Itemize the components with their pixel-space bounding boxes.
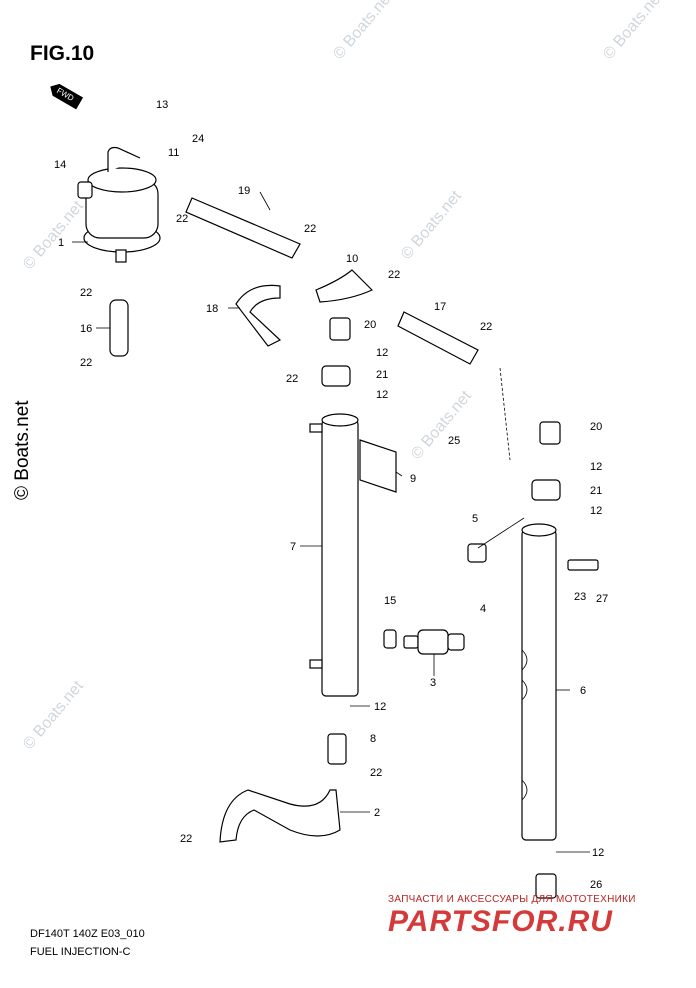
hose-18 — [235, 284, 282, 347]
callout: 22 — [370, 767, 382, 779]
callout: 19 — [238, 185, 250, 197]
callout: 22 — [304, 223, 316, 235]
figure-caption: FUEL INJECTION-C — [30, 946, 131, 958]
union-21 — [531, 479, 561, 501]
callout: 12 — [590, 505, 602, 517]
shop-logo: PARTSFOR.RU — [388, 905, 613, 938]
hose-16 — [109, 299, 129, 357]
callout: 22 — [80, 287, 92, 299]
callout: 20 — [590, 421, 602, 433]
callout: 3 — [430, 677, 436, 689]
callout: 23 — [574, 591, 586, 603]
callout: 22 — [176, 213, 188, 225]
callout: 1 — [58, 237, 64, 249]
callout: 21 — [590, 485, 602, 497]
callout: 17 — [434, 301, 446, 313]
figure-code: DF140T 140Z E03_010 — [30, 928, 145, 940]
cushion-5 — [467, 543, 487, 563]
callout: 2 — [374, 807, 380, 819]
callout: 6 — [580, 685, 586, 697]
callout: 27 — [596, 593, 608, 605]
callout: 22 — [480, 321, 492, 333]
hose-10 — [315, 269, 374, 303]
callout: 24 — [192, 133, 204, 145]
injector-3 — [403, 629, 465, 655]
cushion-15 — [383, 629, 397, 649]
callout: 4 — [480, 603, 486, 615]
callout: 18 — [206, 303, 218, 315]
bolt-26 — [535, 873, 557, 899]
fuel-filter — [77, 146, 161, 263]
callout: 22 — [180, 833, 192, 845]
callout: 11 — [168, 147, 179, 159]
hose-17 — [397, 311, 479, 365]
callout: 22 — [80, 357, 92, 369]
callout: 12 — [374, 701, 386, 713]
hose-2 — [219, 789, 341, 843]
callout: 9 — [410, 473, 416, 485]
callout: 16 — [80, 323, 92, 335]
callout: 25 — [448, 435, 460, 447]
callout: 12 — [376, 347, 388, 359]
callout: 13 — [156, 99, 168, 111]
fuel-rail-6 — [521, 523, 557, 841]
union-bolt-20 — [539, 421, 561, 445]
callout: 12 — [592, 847, 604, 859]
callout: 12 — [590, 461, 602, 473]
figure-title: FIG.10 — [30, 42, 95, 65]
shop-tagline: ЗАПЧАСТИ И АКСЕССУАРЫ ДЛЯ МОТОТЕХНИКИ — [388, 894, 636, 905]
callout: 10 — [346, 253, 358, 265]
stud-23 — [567, 559, 599, 571]
callout: 14 — [54, 159, 66, 171]
callout: 21 — [376, 369, 388, 381]
callout: 22 — [286, 373, 298, 385]
bracket-9 — [359, 439, 397, 493]
callout: 26 — [590, 879, 602, 891]
callout: 20 — [364, 319, 376, 331]
leader-lines — [72, 191, 590, 853]
fuel-rail-7 — [309, 413, 359, 697]
union-bolt-20 — [329, 317, 351, 341]
union-21 — [321, 365, 351, 387]
callout: 8 — [370, 733, 376, 745]
callout: 22 — [388, 269, 400, 281]
callout: 15 — [384, 595, 396, 607]
connector-8 — [327, 733, 347, 765]
callout: 5 — [472, 513, 478, 525]
callout-labels: 13 24 11 14 19 22 1 22 22 10 22 17 22 18… — [54, 99, 608, 891]
callout: 7 — [290, 541, 296, 553]
hose-19 — [185, 197, 301, 259]
callout: 12 — [376, 389, 388, 401]
